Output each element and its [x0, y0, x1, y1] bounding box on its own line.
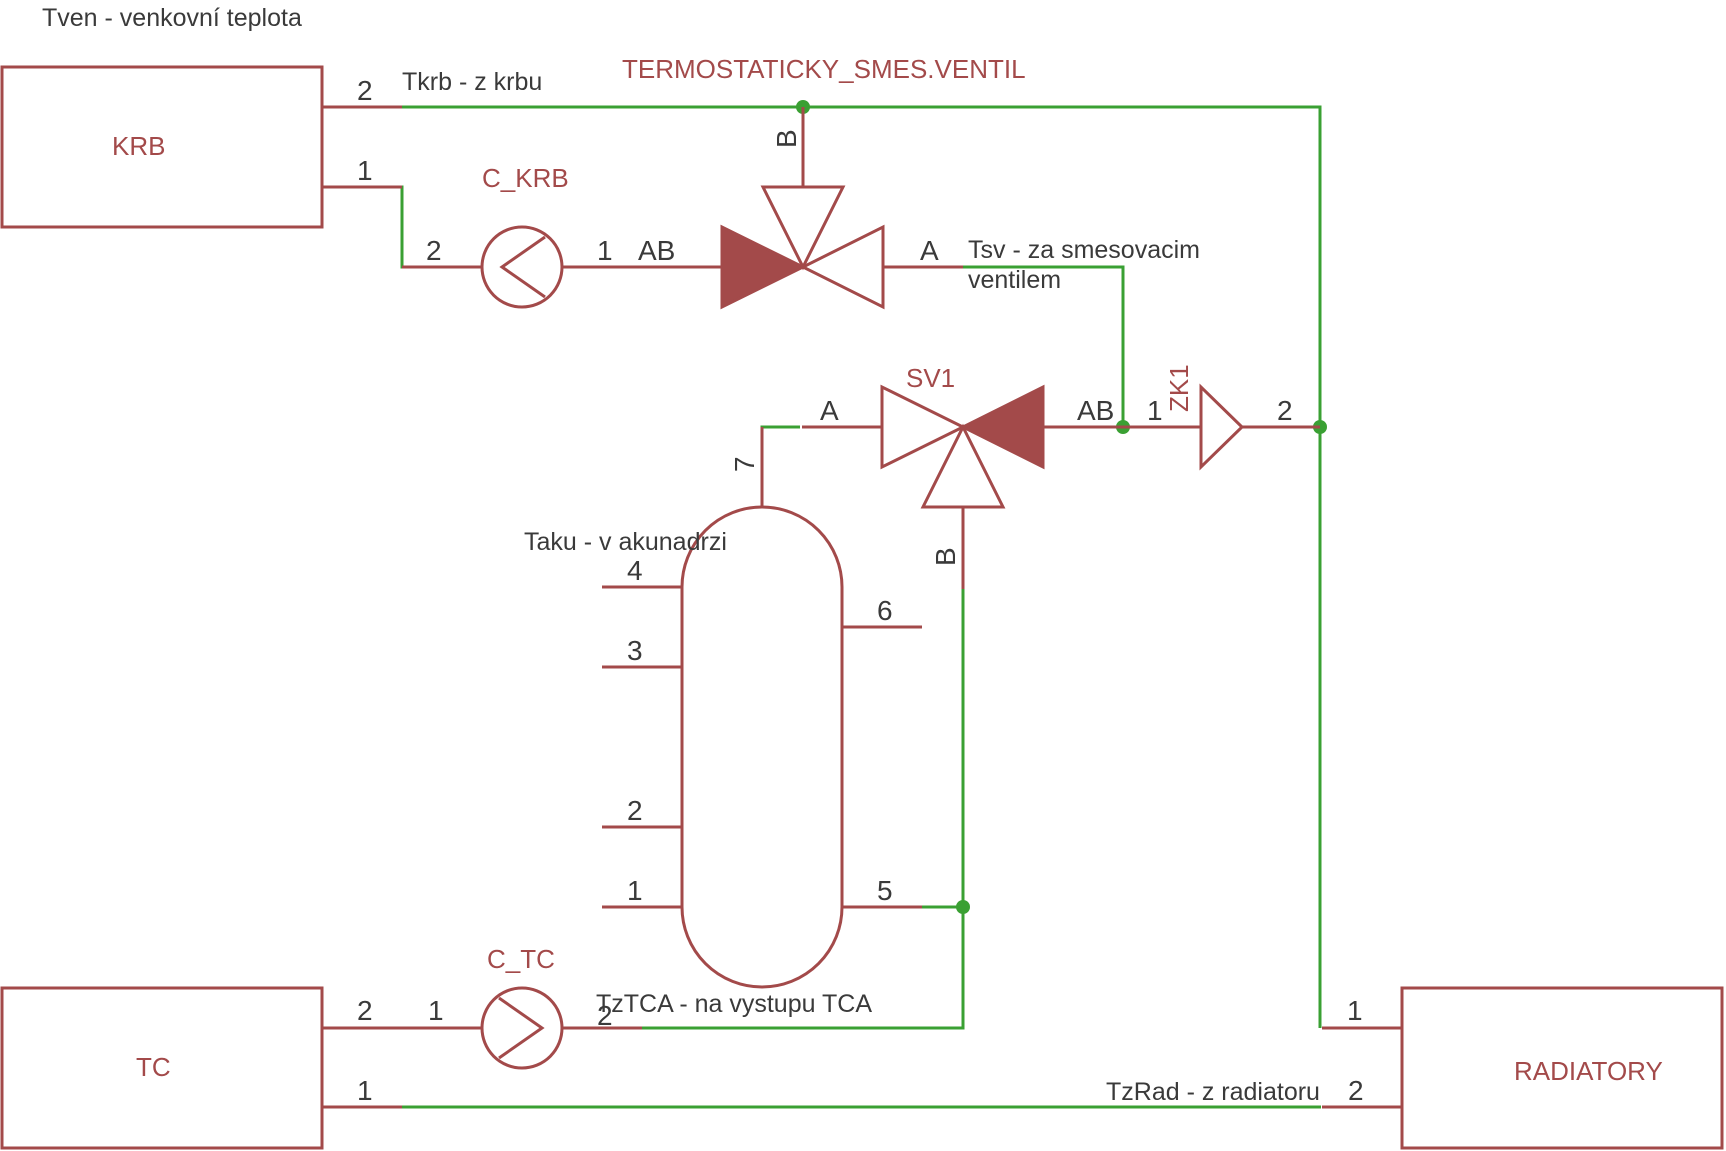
c-tc-pin-1: 1 — [428, 995, 444, 1026]
valve-sv1: SV1 A AB B — [802, 363, 1123, 589]
tztca-label: TzTCA - na vystupu TCA — [596, 990, 872, 1018]
radiatory-label: RADIATORY — [1514, 1056, 1663, 1086]
wire-sv1-tank7 — [760, 425, 800, 445]
c-tc-pin-2: 2 — [597, 1000, 613, 1031]
tv-pin-a: A — [920, 235, 939, 266]
tank-pin-5: 5 — [877, 875, 893, 906]
zk1-label: ZK1 — [1164, 364, 1194, 412]
tc-pin-1: 1 — [357, 1075, 373, 1106]
krb-pin-1: 1 — [357, 155, 373, 186]
taku-label: Taku - v akunadrzi — [524, 528, 727, 556]
wire-tsv — [910, 265, 1125, 427]
tc-label: TC — [136, 1052, 171, 1082]
tv-pin-b: B — [771, 129, 802, 148]
accumulation-tank: 7 4 3 2 1 6 5 — [602, 427, 922, 989]
thermostatic-mixing-valve: TERMOSTATICKY_SMES.VENTIL AB A B — [622, 54, 1026, 310]
tzrad-label: TzRad - z radiatoru — [1106, 1078, 1320, 1106]
thermo-valve-label: TERMOSTATICKY_SMES.VENTIL — [622, 54, 1026, 84]
pump-c-tc: C_TC 1 2 — [402, 944, 642, 1070]
tv-pin-ab: AB — [638, 235, 675, 266]
component-radiatory: RADIATORY 1 2 — [1322, 986, 1724, 1150]
c-krb-label: C_KRB — [482, 163, 569, 193]
pump-arrow-icon — [499, 235, 546, 299]
krb-label: KRB — [112, 131, 165, 161]
tank-pin-7: 7 — [729, 456, 760, 472]
junction-dot — [956, 900, 970, 914]
rad-pin-1: 1 — [1347, 995, 1363, 1026]
tank-pin-2: 2 — [627, 795, 643, 826]
wire-tkrb — [400, 105, 1322, 1028]
krb-pin-2: 2 — [357, 75, 373, 106]
pump-arrow-icon — [498, 996, 545, 1060]
tank-pin-3: 3 — [627, 635, 643, 666]
tank-pin-6: 6 — [877, 595, 893, 626]
c-tc-label: C_TC — [487, 944, 555, 974]
tsv-label-line1: Tsv - za smesovacim — [968, 236, 1200, 264]
zk1-pin-1: 1 — [1147, 395, 1163, 426]
tc-pin-2: 2 — [357, 995, 373, 1026]
sv1-pin-b: B — [930, 547, 961, 566]
wire-tztca — [642, 907, 965, 1030]
zk1-pin-2: 2 — [1277, 395, 1293, 426]
tkrb-label: Tkrb - z krbu — [402, 68, 542, 96]
wire-sv1b-tank5 — [922, 589, 965, 909]
tank-pin-1: 1 — [627, 875, 643, 906]
c-krb-pin-2: 2 — [426, 235, 442, 266]
component-tc: TC 2 1 — [0, 986, 402, 1150]
sv1-pin-a: A — [820, 395, 839, 426]
c-krb-pin-1: 1 — [597, 235, 613, 266]
net-labels: Tven - venkovní teplota Tkrb - z krbu Ts… — [42, 4, 1320, 1106]
sv1-label: SV1 — [906, 363, 955, 393]
wire-krb-to-ckrb — [400, 185, 424, 269]
tsv-label-line2: ventilem — [968, 266, 1061, 294]
check-valve-zk1: ZK1 1 2 — [1123, 364, 1320, 471]
component-krb: KRB 2 1 — [0, 65, 402, 229]
outdoor-temp-label: Tven - venkovní teplota — [42, 4, 302, 32]
tank-pin-4: 4 — [627, 555, 643, 586]
sv1-pin-ab: AB — [1077, 395, 1114, 426]
rad-pin-2: 2 — [1348, 1075, 1364, 1106]
pump-c-krb: C_KRB 2 1 — [402, 163, 642, 309]
